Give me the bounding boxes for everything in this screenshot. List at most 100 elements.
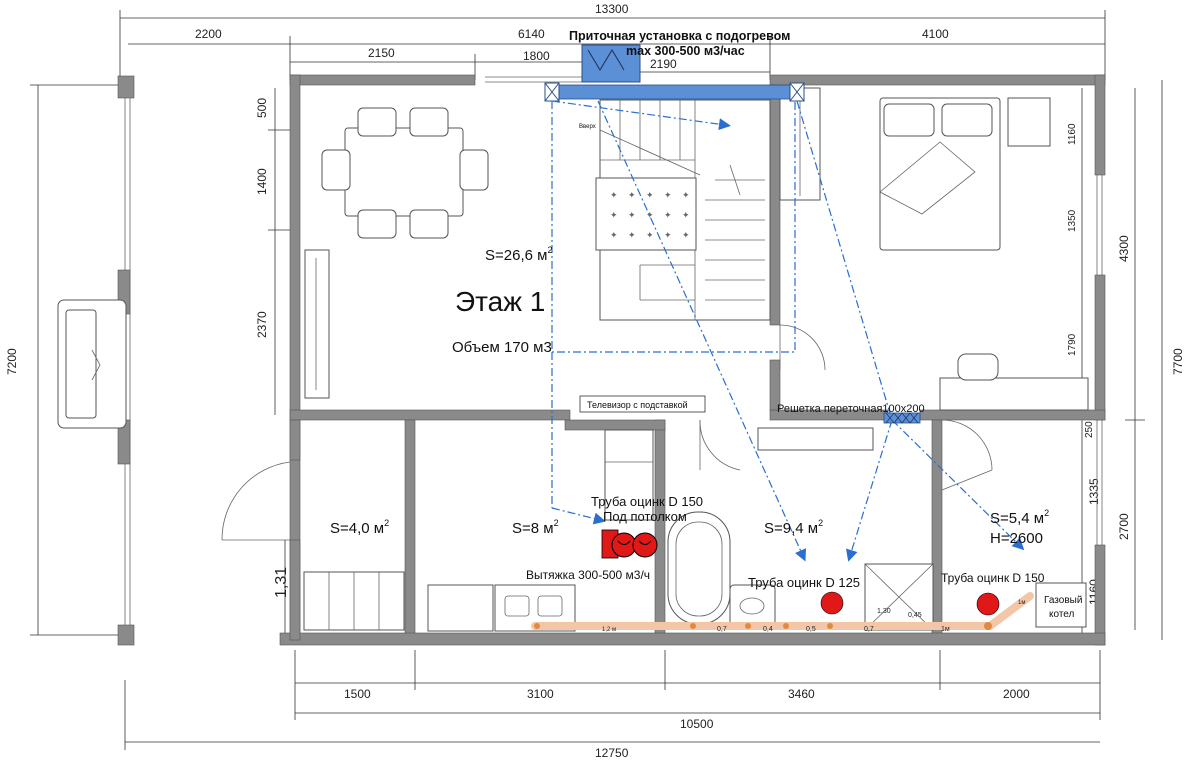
exhaust-fans: [601, 529, 1000, 616]
towel-radiator: [757, 427, 874, 451]
dim-right-4300: 4300: [1117, 235, 1131, 262]
svg-text:✦: ✦: [682, 230, 690, 240]
dim-bottom-1500: 1500: [344, 687, 371, 701]
dim-top-2190: 2190: [650, 57, 677, 71]
area-hall: S=4,0 м2: [330, 518, 389, 537]
labels: Приточная установка с подогревом max 300…: [330, 29, 1049, 590]
svg-text:✦: ✦: [682, 190, 690, 200]
pipe-d125-icon: [820, 591, 844, 615]
desk: [939, 377, 1089, 411]
fridge: [604, 429, 654, 521]
boiler-room: Газовый котел: [1035, 582, 1087, 628]
stairs-up-label: Вверх: [579, 124, 596, 130]
dim-right-1160: 1160: [1067, 123, 1078, 145]
dim-left-1400: 1400: [255, 168, 269, 195]
exhaust-pipe: 1,2 м 0,7 0,4 0,5 0,7 1м 1,30 0,45 1м: [531, 592, 1034, 633]
svg-text:✦: ✦: [646, 210, 654, 220]
dim-right-1335: 1335: [1087, 478, 1101, 505]
volume-label: Объем 170 м3: [452, 339, 552, 356]
area-living: S=26,6 м2: [485, 245, 552, 264]
gas-boiler: [1035, 582, 1087, 628]
dim-right-250: 250: [1084, 421, 1095, 438]
dim-top-porch: 2200: [195, 27, 222, 41]
dim-right-2700: 2700: [1117, 513, 1131, 540]
dim-bottom-overall: 12750: [595, 746, 629, 760]
sofa: [304, 249, 330, 399]
dining-set: [321, 107, 489, 239]
boiler-label-1: Газовый: [1044, 595, 1082, 606]
svg-text:✦: ✦: [664, 190, 672, 200]
area-kitchen: S=8 м2: [512, 518, 559, 537]
seg-5: 0,7: [864, 626, 874, 633]
seg-7: 1,30: [877, 608, 891, 615]
seg-4: 0,5: [806, 626, 816, 633]
svg-text:✦: ✦: [664, 230, 672, 240]
area-bath: S=9,4 м2: [764, 518, 823, 537]
supply-duct-channel: [544, 84, 801, 100]
svg-text:✦: ✦: [682, 210, 690, 220]
nightstand: [1007, 97, 1051, 147]
walls: [279, 74, 1106, 646]
seg-6: 1м: [941, 626, 950, 633]
dim-right-1350: 1350: [1067, 209, 1078, 232]
dimension-lines: [30, 10, 1163, 750]
svg-text:✦: ✦: [610, 190, 618, 200]
svg-text:✦: ✦: [610, 230, 618, 240]
bathtub: [667, 511, 731, 625]
supply-duct: [544, 44, 805, 102]
svg-text:✦: ✦: [628, 190, 636, 200]
boiler-label-2: котел: [1049, 609, 1075, 620]
windows: [304, 76, 1103, 545]
svg-text:✦: ✦: [610, 210, 618, 220]
pipe-150b-label: Труба оцинк D 150: [941, 571, 1045, 585]
svg-text:✦: ✦: [628, 210, 636, 220]
area-boiler: S=5,4 м2: [990, 508, 1049, 527]
dim-top-right: 4100: [922, 27, 949, 41]
seg-9: 1м: [1018, 600, 1025, 606]
dim-left-2370: 2370: [255, 311, 269, 338]
dim-right-1790: 1790: [1067, 333, 1078, 356]
grille-label: Решетка переточная100х200: [777, 403, 925, 415]
pipe-125-label: Труба оцинк D 125: [748, 575, 860, 590]
washbasin: [729, 584, 776, 626]
under-ceiling-label: Под потолком: [603, 509, 687, 524]
hall-furniture: [221, 461, 405, 631]
pipe-d150-icon: [976, 592, 1000, 616]
storage-rack: ✦ ✦ ✦ ✦ ✦ ✦ ✦ ✦ ✦ ✦ ✦ ✦ ✦ ✦ ✦: [595, 177, 697, 251]
svg-text:✦: ✦: [628, 230, 636, 240]
svg-text:✦: ✦: [664, 210, 672, 220]
dim-bottom-3460: 3460: [788, 687, 815, 701]
height-label: H=2600: [990, 530, 1043, 547]
dim-top-2150: 2150: [368, 46, 395, 60]
seg-3: 0,4: [763, 626, 773, 633]
kitchen-cabinet: [427, 584, 494, 632]
seg-1: 1,2 м: [602, 627, 616, 633]
porch: [57, 75, 135, 646]
seg-8: 0,45: [908, 612, 922, 619]
dim-right-overall: 7700: [1171, 348, 1185, 375]
dim-top-overall: 13300: [595, 2, 629, 16]
svg-text:✦: ✦: [646, 230, 654, 240]
dim-left-overall: 7200: [5, 348, 19, 375]
tv-stand: [579, 395, 706, 413]
floor-title: Этаж 1: [455, 286, 545, 317]
dim-top-middle: 6140: [518, 27, 545, 41]
dim-bottom-2000: 2000: [1003, 687, 1030, 701]
supply-unit-title: Приточная установка с подогревом: [569, 29, 790, 43]
dim-top-1800: 1800: [523, 49, 550, 63]
airflow-lines: [551, 100, 1025, 562]
supply-unit-capacity: max 300-500 м3/час: [626, 44, 745, 58]
tv-label: Телевизор с подставкой: [587, 400, 688, 410]
dim-left-500: 500: [255, 98, 269, 118]
dimension-labels: 13300 2200 6140 4100 2150 1800 2190 500 …: [5, 2, 1185, 760]
dim-bottom-3100: 3100: [527, 687, 554, 701]
bedroom-furniture: [779, 97, 1089, 411]
svg-text:✦: ✦: [646, 190, 654, 200]
exhaust-label: Вытяжка 300-500 м3/ч: [526, 568, 650, 582]
seg-2: 0,7: [717, 626, 727, 633]
pipe-150-label: Труба оцинк D 150: [591, 494, 703, 509]
dim-bottom-10500: 10500: [680, 717, 714, 731]
dining-table: [344, 127, 464, 217]
dim-left-131: 1,31: [273, 567, 290, 598]
